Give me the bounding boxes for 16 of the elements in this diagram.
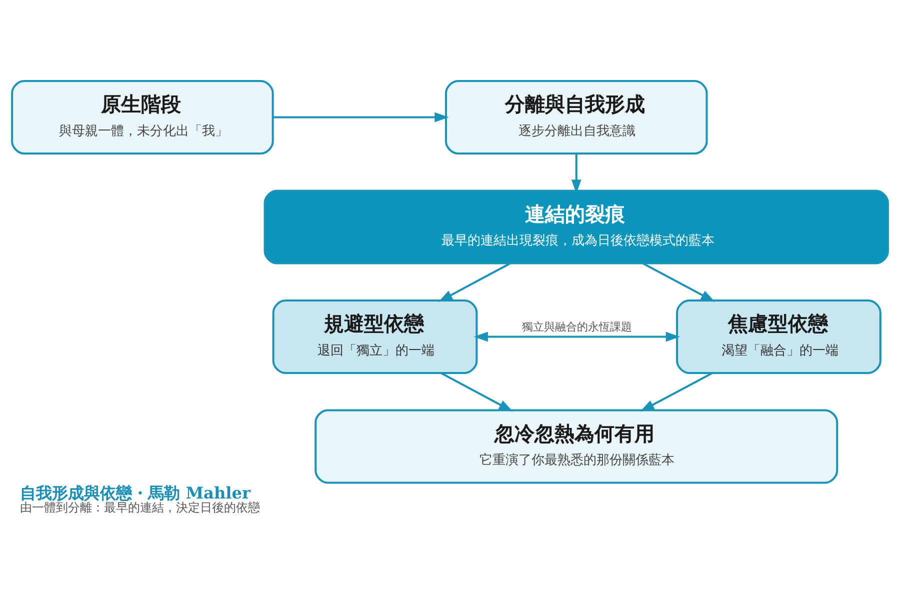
diagram-title: 自我形成與依戀・馬勒 Mahler <box>20 484 250 503</box>
node-box: 忽冷忽熱為何有用 它重演了你最熟悉的那份關係藍本 <box>314 409 838 484</box>
arrow <box>642 262 715 302</box>
arrow <box>474 332 680 342</box>
arrow <box>438 262 511 302</box>
node-box: 焦慮型依戀 渴望「融合」的一端 <box>676 300 882 374</box>
edge-label: 獨立與融合的永恆課題 <box>522 320 632 334</box>
node-box: 連結的裂痕 最早的連結出現裂痕，成為日後依戀模式的藍本 <box>264 190 889 264</box>
arrow <box>571 154 582 194</box>
arrow <box>272 112 449 122</box>
caption: 由一體到分離：最早的連結，決定日後的依戀 <box>20 500 260 515</box>
arrow <box>640 372 713 412</box>
arrow <box>440 372 513 412</box>
node-box: 規避型依戀 退回「獨立」的一端 <box>272 300 478 374</box>
node-box: 分離與自我形成 逐步分離出自我意識 <box>444 80 708 155</box>
node-box: 原生階段 與母親一體，未分化出「我」 <box>11 80 274 155</box>
